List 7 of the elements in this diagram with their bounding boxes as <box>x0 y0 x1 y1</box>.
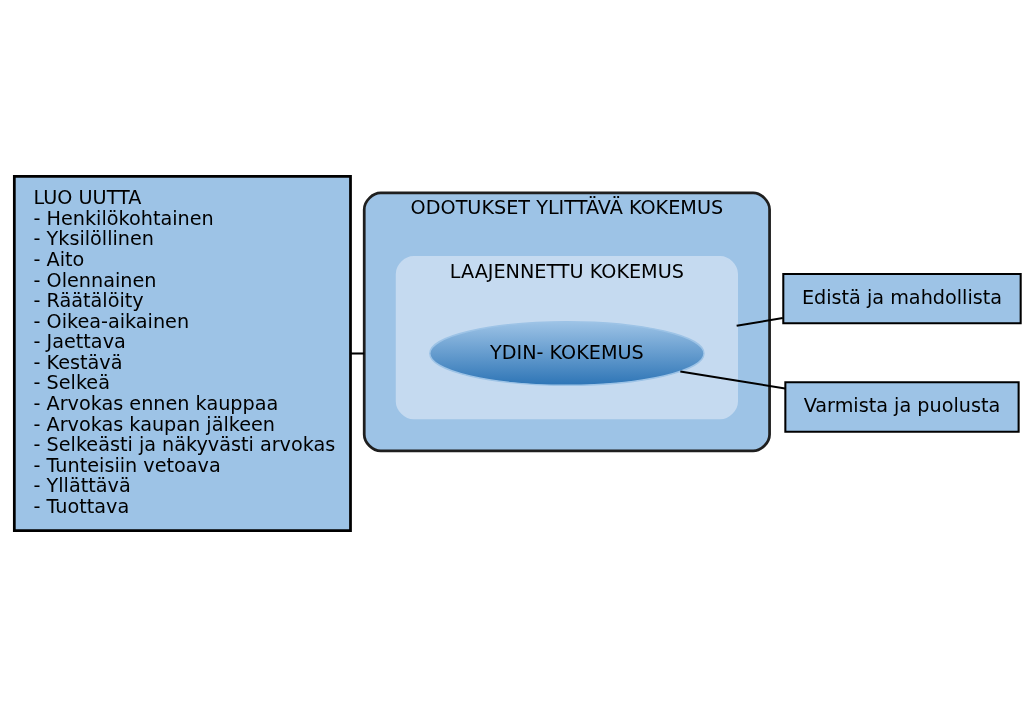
connector <box>350 352 365 355</box>
node-ellipse: YDIN- KOKEMUS <box>429 321 705 386</box>
node-box: Edistä ja mahdollista <box>782 272 1022 325</box>
node-box: LUO UUTTA - Henkilökohtainen - Yksilöllinen - Aito - Olennainen - Räätälöity - Oikea-aikainen - Jaettava - Kestävä - Selkeä - Arvokas ennen kauppaa - Arvokas kaupan jälkeen - Selkeästi ja näkyvästi arvokas - Tunteisiin vetoava - Yllättävä - Tuottava <box>12 175 352 532</box>
connector <box>680 370 786 390</box>
connector <box>736 317 783 327</box>
node-box: Varmista ja puolusta <box>784 381 1020 433</box>
